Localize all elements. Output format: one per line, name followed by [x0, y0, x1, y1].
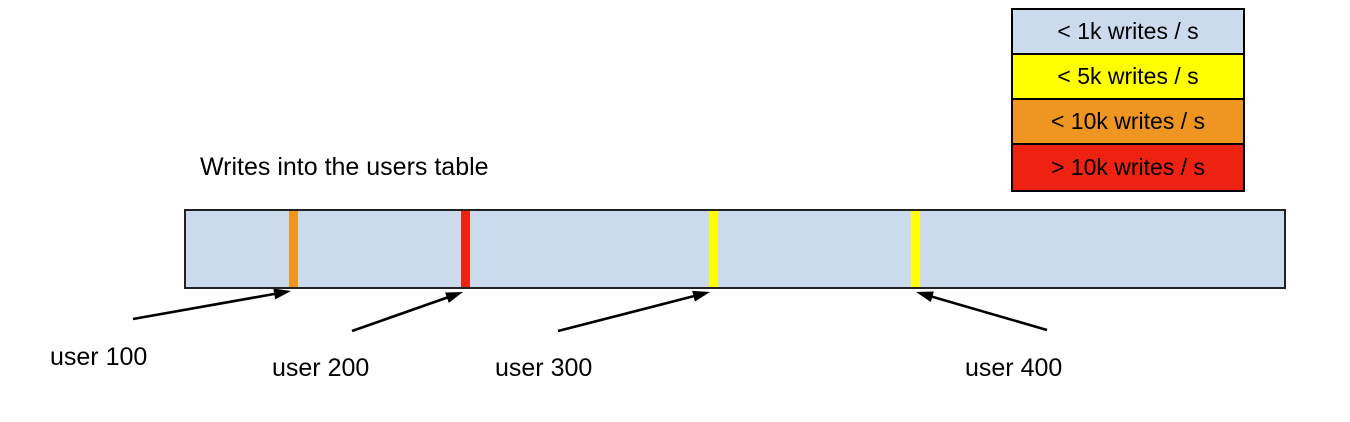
legend-row-lt-1k: < 1k writes / s	[1013, 10, 1243, 55]
user-100-marker	[289, 211, 298, 287]
arrow-head-0	[273, 288, 291, 300]
arrow-head-2	[692, 290, 710, 302]
annotation-label-user-200: user 200	[272, 354, 370, 382]
arrow-line-2	[557, 293, 701, 333]
legend-label-lt-10k: < 10k writes / s	[1050, 108, 1206, 134]
annotation-label-user-400: user 400	[965, 354, 1063, 382]
user-400-marker	[911, 211, 920, 287]
legend-label-lt-1k: < 1k writes / s	[1057, 18, 1199, 44]
legend-row-gt-10k: > 10k writes / s	[1013, 145, 1243, 190]
arrow-line-0	[132, 291, 282, 321]
users-table-strip	[184, 209, 1286, 289]
legend-label-gt-10k: > 10k writes / s	[1050, 154, 1206, 180]
arrow-head-1	[445, 292, 463, 303]
annotation-label-user-300: user 300	[495, 354, 593, 382]
arrow-line-3	[925, 293, 1048, 332]
user-300-marker	[709, 211, 718, 287]
user-200-marker	[461, 211, 470, 287]
legend-row-lt-5k: < 5k writes / s	[1013, 55, 1243, 100]
annotation-label-user-100: user 100	[50, 343, 148, 371]
arrow-head-3	[916, 291, 934, 303]
legend-row-lt-10k: < 10k writes / s	[1013, 100, 1243, 145]
arrow-line-1	[351, 294, 454, 333]
legend: < 1k writes / s < 5k writes / s < 10k wr…	[1011, 8, 1245, 192]
legend-label-lt-5k: < 5k writes / s	[1057, 63, 1199, 89]
chart-title: Writes into the users table	[200, 153, 489, 181]
